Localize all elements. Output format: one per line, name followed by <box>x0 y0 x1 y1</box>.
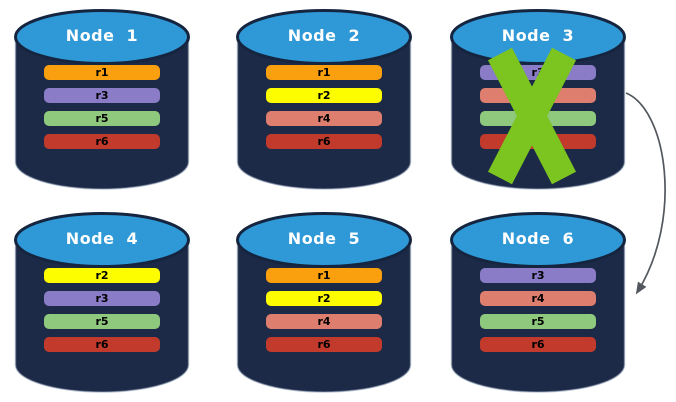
replica-bar-r6: r6 <box>44 134 160 149</box>
replica-bar-r2: r2 <box>266 88 382 103</box>
replica-label: r2 <box>95 269 109 282</box>
replica-bar-r6: r6 <box>480 337 596 352</box>
replica-label: r6 <box>317 338 331 351</box>
replica-label: r4 <box>531 89 545 102</box>
node-2: Node 2 r1 r2 r4 r6 <box>235 8 413 192</box>
replica-label: r4 <box>317 112 331 125</box>
cylinder-top <box>236 9 412 65</box>
replica-bar-r6: r6 <box>480 134 596 149</box>
replica-bar-r1: r1 <box>266 65 382 80</box>
replica-bar-r5: r5 <box>44 314 160 329</box>
replica-label: r5 <box>531 315 545 328</box>
cylinder-top <box>236 212 412 268</box>
node-3: Node 3 r3 r4 r5 r6 <box>449 8 627 192</box>
replica-bar-r3: r3 <box>44 291 160 306</box>
node-6: Node 6 r3 r4 r5 r6 <box>449 211 627 395</box>
replica-bar-r3: r3 <box>480 268 596 283</box>
replica-label: r5 <box>95 315 109 328</box>
cylinder-top <box>14 212 190 268</box>
replica-label: r5 <box>95 112 109 125</box>
node-label: Node 5 <box>287 229 361 248</box>
node-label: Node 2 <box>287 26 361 45</box>
replica-bar-r4: r4 <box>480 291 596 306</box>
replica-label: r6 <box>531 135 545 148</box>
replica-bar-r4: r4 <box>266 314 382 329</box>
replica-label: r1 <box>317 66 331 79</box>
replica-label: r6 <box>95 135 109 148</box>
replica-label: r5 <box>531 112 545 125</box>
replica-label: r2 <box>317 89 331 102</box>
cylinder-top <box>14 9 190 65</box>
replica-bar-r3: r3 <box>480 65 596 80</box>
replica-label: r3 <box>95 292 109 305</box>
replica-bar-r5: r5 <box>44 111 160 126</box>
replica-bar-r6: r6 <box>44 337 160 352</box>
node-label: Node 3 <box>501 26 575 45</box>
replica-label: r6 <box>95 338 109 351</box>
replica-list: r1 r2 r4 r6 <box>266 268 382 360</box>
replica-label: r3 <box>531 269 545 282</box>
node-label: Node 1 <box>65 26 139 45</box>
node-4: Node 4 r2 r3 r5 r6 <box>13 211 191 395</box>
replica-list: r3 r4 r5 r6 <box>480 65 596 157</box>
replica-bar-r1: r1 <box>44 65 160 80</box>
replica-label: r4 <box>531 292 545 305</box>
replica-bar-r5: r5 <box>480 314 596 329</box>
replica-label: r3 <box>531 66 545 79</box>
node-1: Node 1 r1 r3 r5 r6 <box>13 8 191 192</box>
node-5: Node 5 r1 r2 r4 r6 <box>235 211 413 395</box>
replica-bar-r4: r4 <box>266 111 382 126</box>
replica-bar-r2: r2 <box>44 268 160 283</box>
replica-list: r1 r2 r4 r6 <box>266 65 382 157</box>
replica-list: r1 r3 r5 r6 <box>44 65 160 157</box>
replica-label: r1 <box>95 66 109 79</box>
replica-list: r3 r4 r5 r6 <box>480 268 596 360</box>
replica-label: r6 <box>317 135 331 148</box>
node-label: Node 4 <box>65 229 139 248</box>
replica-label: r2 <box>317 292 331 305</box>
replica-bar-r4: r4 <box>480 88 596 103</box>
replica-list: r2 r3 r5 r6 <box>44 268 160 360</box>
node-label: Node 6 <box>501 229 575 248</box>
replica-bar-r6: r6 <box>266 337 382 352</box>
replica-label: r6 <box>531 338 545 351</box>
replica-label: r1 <box>317 269 331 282</box>
cylinder-top <box>450 212 626 268</box>
replica-bar-r5: r5 <box>480 111 596 126</box>
replica-bar-r6: r6 <box>266 134 382 149</box>
replica-bar-r1: r1 <box>266 268 382 283</box>
replica-label: r3 <box>95 89 109 102</box>
replica-bar-r3: r3 <box>44 88 160 103</box>
replica-bar-r2: r2 <box>266 291 382 306</box>
replica-label: r4 <box>317 315 331 328</box>
